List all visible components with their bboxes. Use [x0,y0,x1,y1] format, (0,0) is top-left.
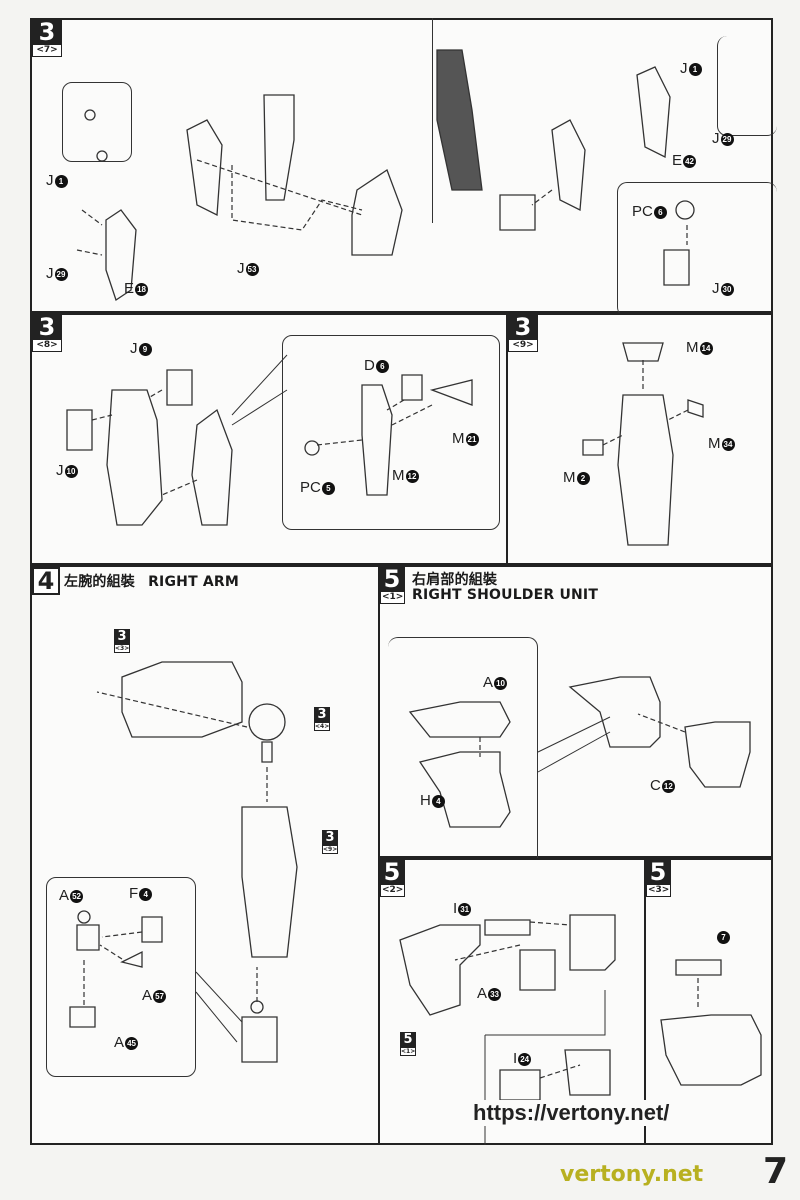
step-badge: 3 <9> [508,315,538,352]
parts-drawing [66,354,473,526]
page-number: 7 [762,1151,788,1192]
part-a10 [408,701,511,738]
part-label-7: 7 [716,928,730,945]
parts-drawing [582,342,704,546]
part-e18 [105,209,137,302]
step-badge: 5 <1> [380,565,406,604]
step-badge: 5 <2> [380,858,406,897]
step-3-7-panel: 3 <7> [30,18,777,317]
detail-inset [432,18,433,223]
step-sub-number: <1> [380,591,406,604]
step-title: 左腕的組裝 RIGHT ARM [64,571,239,591]
part-hand [241,1016,278,1063]
step-number: 5 [649,858,667,886]
step-reference: 3<4> [314,707,330,731]
step-badge: 5 <3> [646,858,672,897]
step-5-3-panel: 5 <3> 7 [644,858,773,1145]
step-badge: 4 [32,567,60,595]
step-sub-number: <3> [646,884,672,897]
detail-inset [388,637,538,867]
part-a33 [519,949,556,991]
step-title-en: RIGHT SHOULDER UNIT [412,587,599,603]
step-number: 3 [38,313,56,341]
parts-drawing [399,914,616,1145]
detail-inset [617,182,777,317]
step-badge: 3 <8> [32,315,62,352]
part-body [106,389,163,526]
step-4-panel: 4 左腕的組裝 RIGHT ARM 3<3> 3<4> 3<9> [30,565,380,1145]
detail-inset [717,36,777,136]
part-c12 [684,721,751,788]
step-title-cn: 左腕的組裝 [64,574,135,590]
step-sub-number: <9> [508,339,538,352]
step-number: 5 [383,858,401,886]
detail-inset [282,335,500,530]
detail-inset [46,877,196,1077]
step-title-en: RIGHT ARM [148,574,240,590]
detail-inset [62,82,132,162]
step-5-2-panel: 5 <2> 5<1> I31 A33 I24 H6 [378,858,646,1145]
part-h6 [564,1049,611,1096]
step-sub-number: <7> [32,44,62,57]
step-reference: 5<1> [400,1032,416,1056]
step-badge: 3 <7> [32,20,62,57]
step-reference: 3<9> [322,830,338,854]
parts-drawing [660,959,762,1086]
step-sub-number: <8> [32,339,62,352]
step-sub-number: <2> [380,884,406,897]
step-title-cn: 右肩部的組裝 [412,572,498,588]
part-i24 [499,1069,541,1101]
part-i31 [484,919,531,936]
parts-drawing [76,49,695,302]
parts-drawing [69,661,298,1063]
site-watermark: vertony.net [560,1162,704,1187]
part-h4 [418,751,511,828]
part-upper-arm [241,806,298,958]
watermark-url: https://vertony.net/ [470,1100,673,1126]
step-number: 3 [38,18,56,46]
parts-drawing [408,676,751,828]
part-forearm [121,661,243,738]
step-reference: 3<3> [114,629,130,653]
step-number: 3 [514,313,532,341]
step-number: 4 [37,567,55,595]
step-number: 5 [383,565,401,593]
